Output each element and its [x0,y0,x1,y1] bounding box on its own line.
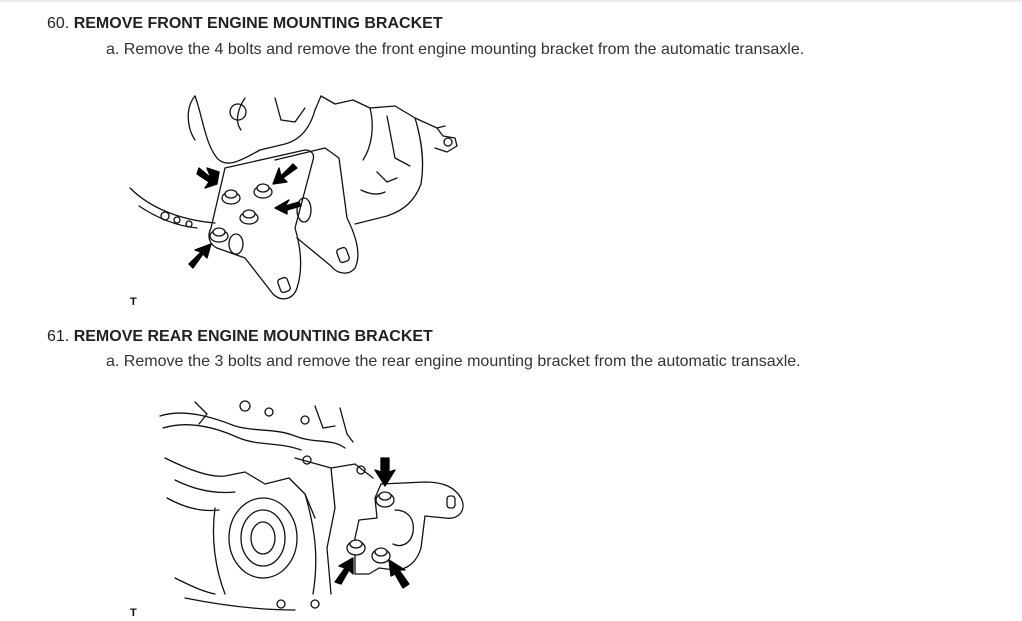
step-60-substep: a. Remove the 4 bolts and remove the fro… [106,41,805,58]
step-61-heading: 61. REMOVE REAR ENGINE MOUNTING BRACKET [47,327,433,347]
step-title: REMOVE FRONT ENGINE MOUNTING BRACKET [73,15,443,32]
step-60-heading: 60. REMOVE FRONT ENGINE MOUNTING BRACKET [47,14,443,34]
rear-bracket-illustration [155,398,475,616]
top-divider [0,0,1022,3]
step-title: REMOVE REAR ENGINE MOUNTING BRACKET [73,328,433,345]
step-number: 60. [47,15,70,32]
figure-code: T [130,607,137,619]
step-number: 61. [47,328,70,345]
front-bracket-illustration [125,88,470,308]
figure-code: T [130,296,137,308]
step-61-substep: a. Remove the 3 bolts and remove the rea… [106,353,801,370]
